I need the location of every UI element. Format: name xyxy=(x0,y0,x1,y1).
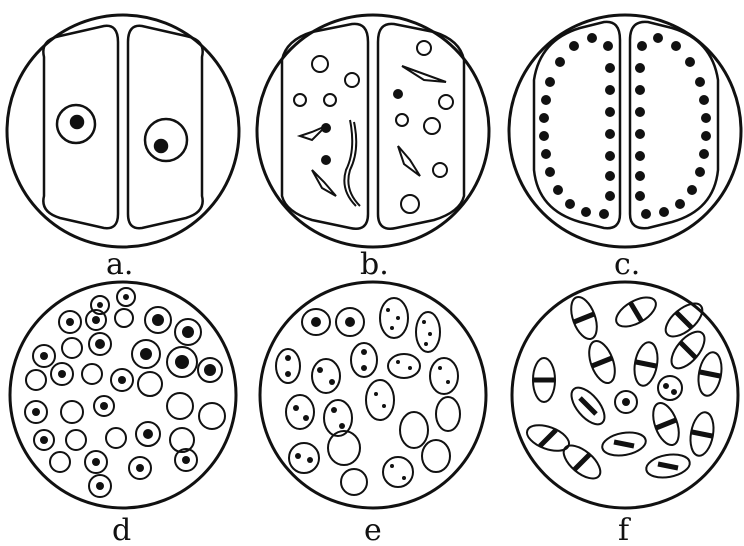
panel-e xyxy=(260,282,486,508)
panel-a-label: a. xyxy=(106,247,133,282)
panel-e-outer-wall xyxy=(260,282,486,508)
panel-d-cells xyxy=(25,288,225,497)
panel-e-cells xyxy=(276,298,460,495)
panel-f-spindles xyxy=(524,291,725,484)
panel-a-outer-wall xyxy=(7,15,239,247)
panel-a-right-cell xyxy=(128,26,203,228)
panel-d-label: d xyxy=(112,513,131,546)
panel-b-granules xyxy=(294,41,453,213)
panel-c-label: c. xyxy=(614,247,640,282)
panel-f xyxy=(512,282,738,508)
panel-c xyxy=(509,15,741,247)
panel-f-resting-cells xyxy=(615,376,682,413)
panel-a-right-nucleus xyxy=(145,119,187,161)
panel-d-outer-wall xyxy=(10,282,236,508)
panel-a-right-nucleolus xyxy=(155,140,167,152)
panel-a xyxy=(7,15,239,247)
panel-f-label: f xyxy=(618,513,631,546)
panel-e-label: e xyxy=(364,513,382,546)
panel-b-spindles xyxy=(300,66,446,206)
panel-c-chromatin-rings xyxy=(539,33,711,219)
panel-a-left-nucleolus xyxy=(71,116,83,128)
panel-b-label: b. xyxy=(360,247,389,282)
panel-b-outer-wall xyxy=(257,15,489,247)
panel-b xyxy=(257,15,489,247)
panel-d xyxy=(10,282,236,508)
